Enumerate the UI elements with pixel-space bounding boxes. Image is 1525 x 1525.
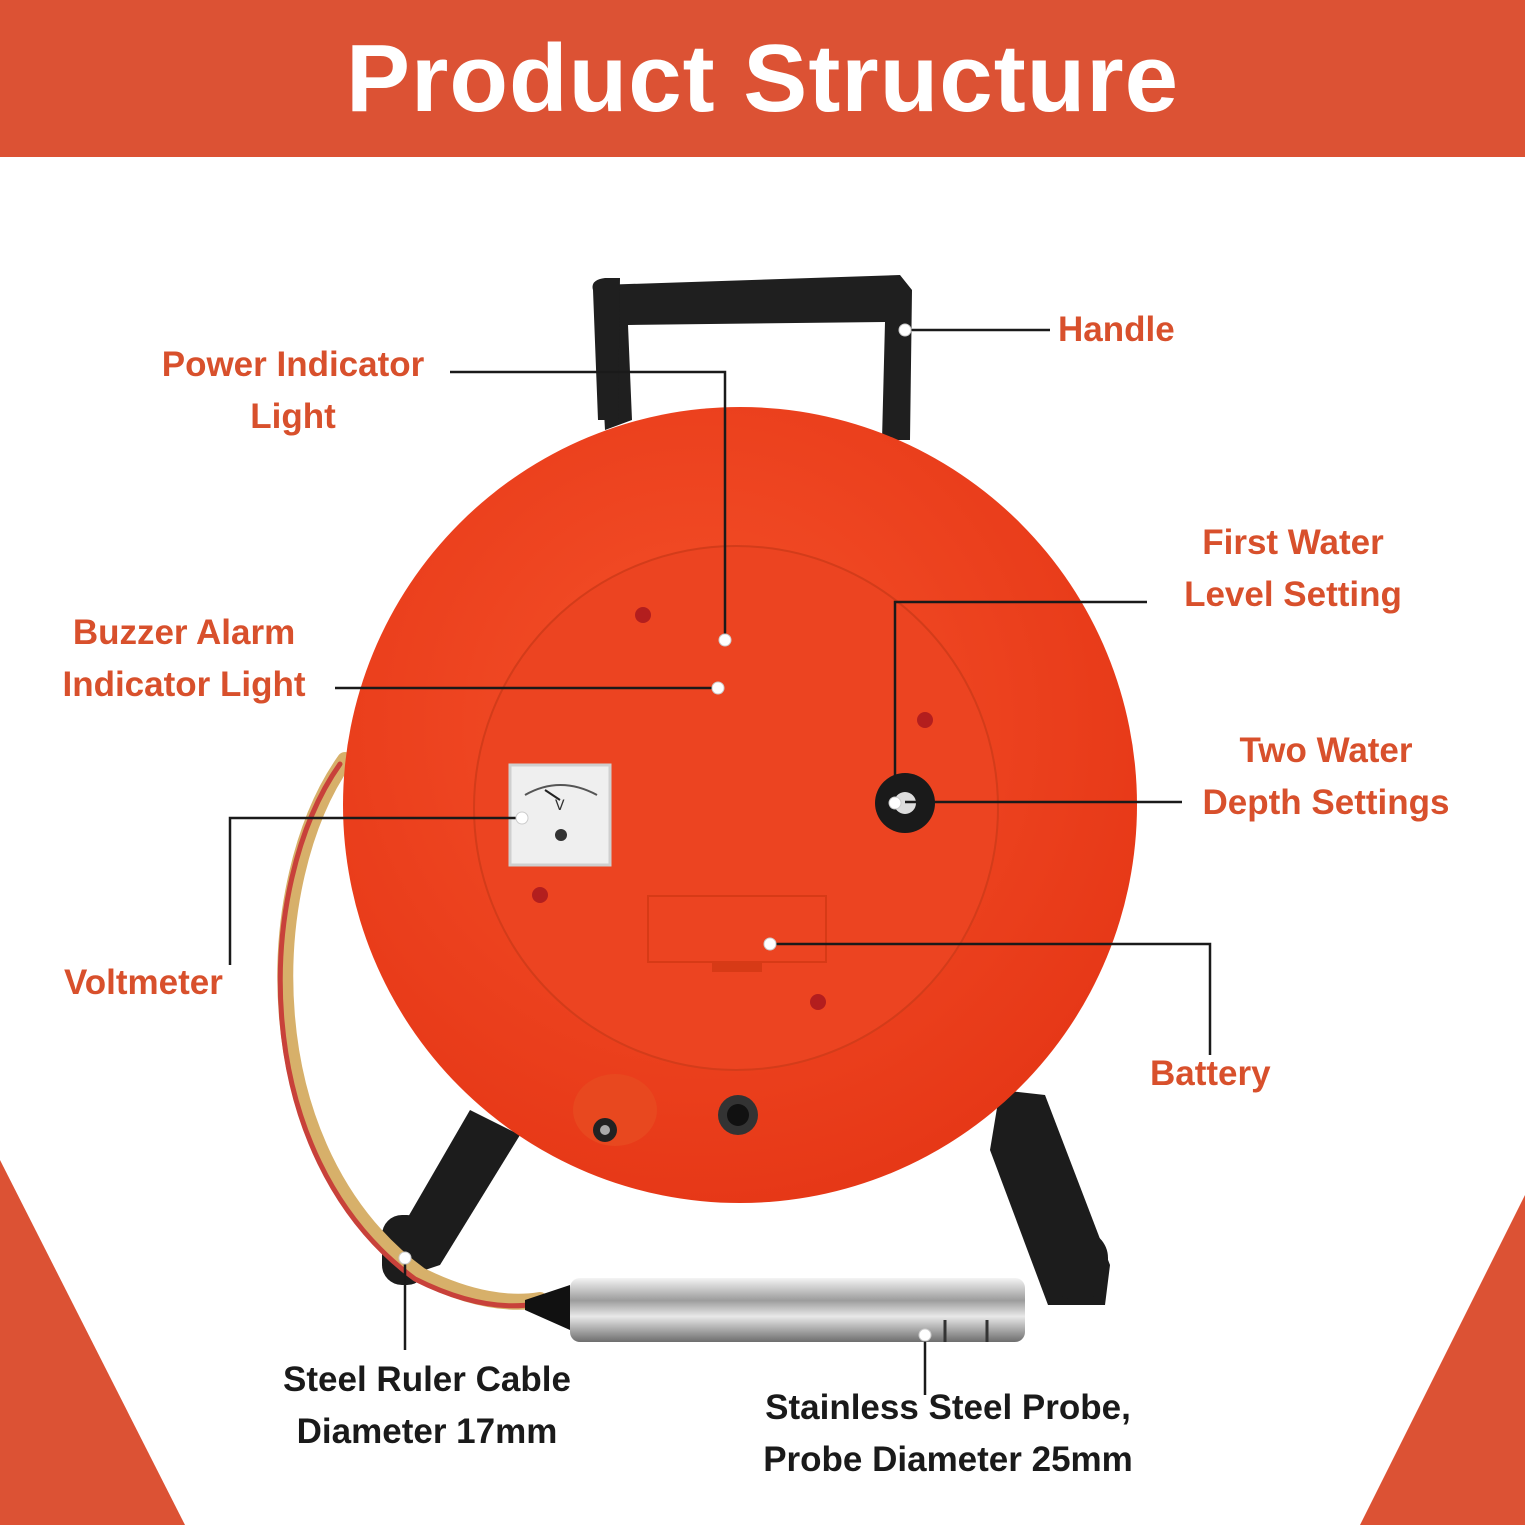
label-buzzer-alarm-line-2: Indicator Light bbox=[62, 665, 306, 704]
label-battery-line-1: Battery bbox=[1150, 1054, 1271, 1093]
steel-ruler-cable bbox=[277, 752, 548, 1310]
label-steel-ruler-cable-line-2: Diameter 17mm bbox=[296, 1412, 558, 1451]
label-buzzer-alarm-line-1: Buzzer Alarm bbox=[72, 613, 296, 652]
label-two-water-depth-line-1: Two Water bbox=[1239, 731, 1413, 770]
label-two-water-depth-line-2: Depth Settings bbox=[1202, 783, 1450, 822]
callout-lines bbox=[228, 328, 1212, 1395]
indicator-light-red bbox=[810, 994, 826, 1010]
label-first-water-level: First Water Level Setting bbox=[1168, 517, 1418, 621]
label-stainless-probe-line-2: Probe Diameter 25mm bbox=[763, 1440, 1133, 1479]
label-handle: Handle bbox=[1058, 304, 1175, 356]
socket-jack bbox=[718, 1095, 758, 1135]
label-power-indicator: Power Indicator Light bbox=[148, 339, 438, 443]
label-steel-ruler-cable: Steel Ruler Cable Diameter 17mm bbox=[262, 1354, 592, 1458]
label-voltmeter: Voltmeter bbox=[64, 957, 223, 1009]
corner-triangle-left bbox=[0, 1160, 185, 1525]
label-two-water-depth: Two Water Depth Settings bbox=[1186, 725, 1466, 829]
label-first-water-level-line-2: Level Setting bbox=[1184, 575, 1402, 614]
voltmeter-gauge: V bbox=[508, 763, 612, 867]
label-power-indicator-line-1: Power Indicator bbox=[161, 345, 425, 384]
label-power-indicator-line-2: Light bbox=[250, 397, 336, 436]
terminal-jack bbox=[573, 1074, 657, 1146]
label-stainless-probe-line-1: Stainless Steel Probe, bbox=[765, 1388, 1131, 1427]
handle-frame bbox=[592, 275, 912, 440]
page-title: Product Structure bbox=[345, 24, 1180, 132]
label-first-water-level-line-1: First Water bbox=[1202, 523, 1384, 562]
label-steel-ruler-cable-line-1: Steel Ruler Cable bbox=[283, 1360, 571, 1399]
title-banner: Product Structure bbox=[0, 0, 1525, 157]
indicator-light-red bbox=[532, 887, 548, 903]
stainless-steel-probe bbox=[525, 1278, 1025, 1342]
label-battery: Battery bbox=[1150, 1048, 1271, 1100]
label-handle-line-1: Handle bbox=[1058, 310, 1175, 349]
callout-points bbox=[398, 323, 932, 1342]
label-stainless-probe: Stainless Steel Probe, Probe Diameter 25… bbox=[738, 1382, 1158, 1486]
corner-triangle-right bbox=[1360, 1195, 1525, 1525]
label-buzzer-alarm: Buzzer Alarm Indicator Light bbox=[48, 607, 320, 711]
indicator-light-red bbox=[635, 607, 651, 623]
indicator-light-red bbox=[917, 712, 933, 728]
label-voltmeter-line-1: Voltmeter bbox=[64, 963, 223, 1002]
reel-inner-plate bbox=[473, 545, 999, 1071]
voltmeter-unit: V bbox=[555, 798, 565, 814]
